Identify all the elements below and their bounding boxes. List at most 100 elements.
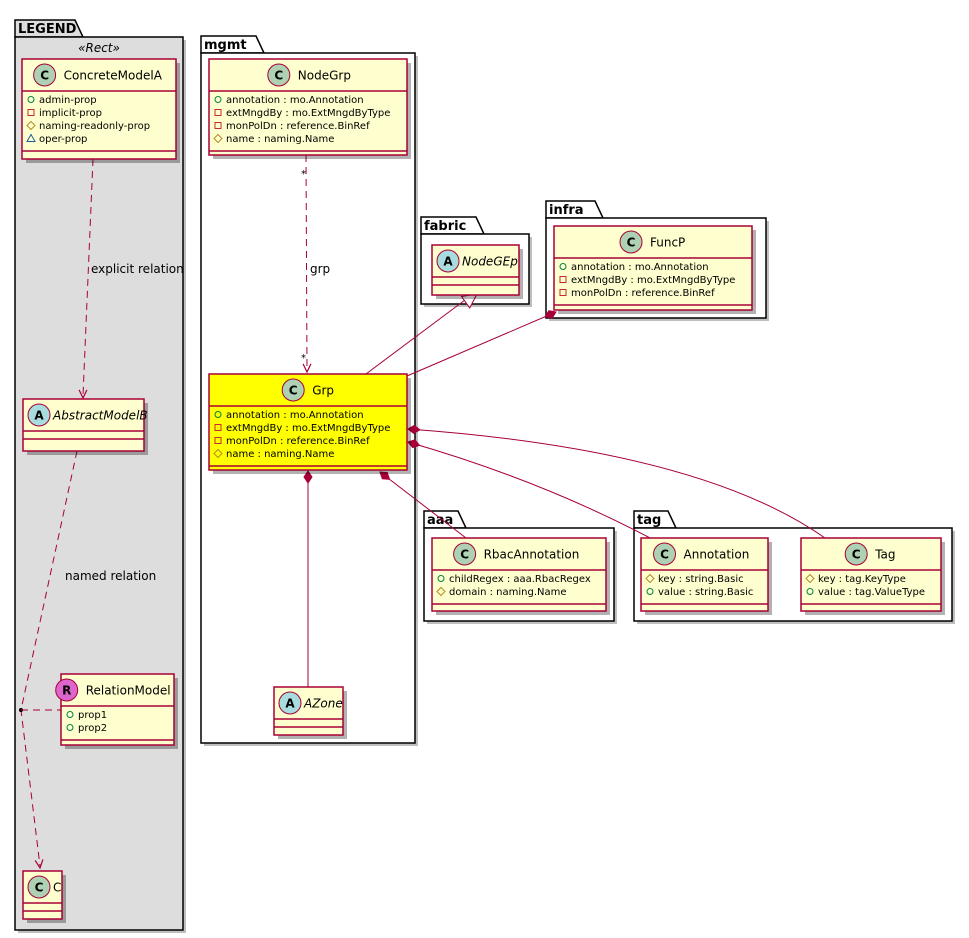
- svg-text:C: C: [660, 548, 669, 562]
- class-box: [208, 58, 408, 156]
- class-name: RelationModel: [86, 684, 171, 698]
- class-box: [640, 537, 769, 612]
- class-RbacAnnotation[interactable]: C RbacAnnotation childRegex : aaa.RbacRege…: [431, 537, 610, 615]
- class-icon: C: [844, 542, 868, 566]
- class-attribute: extMngdBy : mo.ExtMngdByType: [559, 275, 735, 286]
- public-visibility-icon: [66, 724, 74, 731]
- relation-grp-annotation: [407, 439, 651, 539]
- class-icon: C: [653, 542, 676, 566]
- relation-funcp-grp: [406, 310, 557, 377]
- class-icon: C: [281, 378, 305, 402]
- public-visibility-icon: [646, 588, 654, 595]
- relation-label: explicit relation: [91, 262, 184, 276]
- abstract-class-icon: A: [27, 403, 51, 427]
- relation-class-icon: R: [55, 678, 79, 702]
- class-Grp[interactable]: C Grp annotation : mo.Annotation extMngdBy …: [208, 373, 411, 474]
- composition-diamond-icon: [544, 310, 557, 319]
- svg-text:C: C: [460, 548, 469, 562]
- relation-named: [19, 450, 78, 870]
- class-NodeGrp[interactable]: C NodeGrp annotation : mo.Annotation extMng…: [208, 58, 411, 159]
- svg-text:R: R: [62, 684, 71, 698]
- class-attribute: domain : naming.Name: [436, 586, 567, 598]
- class-name: Grp: [312, 384, 334, 398]
- multiplicity-label: *: [301, 353, 306, 364]
- public-visibility-icon: [27, 96, 35, 103]
- attribute-text: annotation : mo.Annotation: [226, 95, 364, 106]
- svg-text:C: C: [627, 236, 636, 250]
- class-attribute: naming-readonly-prop: [26, 120, 150, 132]
- arrowhead-icon: [302, 363, 312, 374]
- attribute-text: annotation : mo.Annotation: [571, 262, 709, 273]
- attribute-text: oper-prop: [39, 134, 87, 145]
- class-icon: C: [453, 542, 477, 566]
- package-label: infra: [549, 203, 584, 218]
- class-attribute: value : tag.ValueType: [806, 587, 925, 598]
- class-RelationModel[interactable]: R RelationModel prop1 prop2: [55, 673, 178, 749]
- svg-text:C: C: [289, 384, 298, 398]
- private-visibility-icon: [214, 122, 222, 129]
- attribute-text: name : naming.Name: [226, 449, 334, 460]
- class-name: NodeGrp: [298, 69, 351, 83]
- composition-line: [407, 441, 651, 539]
- class-name: Annotation: [684, 548, 750, 562]
- attribute-text: extMngdBy : mo.ExtMngdByType: [226, 108, 390, 119]
- package-body: [14, 36, 184, 931]
- class-name: RbacAnnotation: [484, 548, 580, 562]
- class-attribute: name : naming.Name: [213, 448, 334, 460]
- attribute-text: monPolDn : reference.BinRef: [571, 288, 715, 299]
- class-icon: C: [267, 63, 291, 87]
- relation-explicit: [78, 158, 94, 400]
- class-icon: C: [27, 875, 51, 899]
- attribute-text: childRegex : aaa.RbacRegex: [449, 574, 591, 585]
- protected-visibility-icon: [436, 586, 446, 597]
- package-stereotype: «Rect»: [78, 41, 120, 55]
- arrowhead-icon: [34, 859, 44, 870]
- svg-text:C: C: [852, 548, 861, 562]
- class-icon: C: [33, 63, 57, 87]
- class-name: AbstractModelB: [52, 409, 148, 423]
- attribute-text: monPolDn : reference.BinRef: [226, 121, 370, 132]
- attribute-text: extMngdBy : mo.ExtMngdByType: [226, 423, 390, 434]
- multiplicity-label: *: [301, 169, 306, 180]
- attribute-text: extMngdBy : mo.ExtMngdByType: [571, 275, 735, 286]
- inheritance-line: [365, 296, 470, 375]
- package-legend: LEGEND«Rect»: [14, 19, 186, 933]
- composition-line: [379, 471, 467, 539]
- public-visibility-icon: [214, 96, 222, 103]
- class-attribute: prop1: [66, 710, 107, 721]
- class-attribute: prop2: [66, 723, 107, 734]
- attribute-text: prop2: [78, 723, 107, 734]
- attribute-text: domain : naming.Name: [449, 587, 567, 598]
- package-label: fabric: [424, 219, 466, 234]
- relation-grp-azone: [303, 470, 313, 687]
- relation-grp-tag: [407, 424, 826, 539]
- class-attribute: childRegex : aaa.RbacRegex: [437, 574, 591, 585]
- class-box: [60, 673, 175, 746]
- composition-line: [407, 428, 826, 539]
- protected-visibility-icon: [213, 133, 223, 144]
- attribute-text: key : tag.KeyType: [818, 574, 906, 585]
- arrowhead-icon: [78, 389, 88, 400]
- private-visibility-icon: [27, 109, 35, 116]
- public-visibility-icon: [806, 588, 814, 595]
- svg-text:C: C: [40, 69, 49, 83]
- class-attribute: implicit-prop: [27, 108, 102, 119]
- composition-diamond-icon: [407, 439, 421, 449]
- svg-text:A: A: [443, 255, 453, 269]
- public-visibility-icon: [66, 711, 74, 718]
- class-attribute: oper-prop: [26, 133, 87, 145]
- svg-text:A: A: [285, 697, 295, 711]
- class-attribute: annotation : mo.Annotation: [214, 95, 364, 106]
- class-attribute: annotation : mo.Annotation: [214, 410, 364, 421]
- composition-diamond-icon: [407, 424, 421, 435]
- class-attribute: name : naming.Name: [213, 133, 334, 145]
